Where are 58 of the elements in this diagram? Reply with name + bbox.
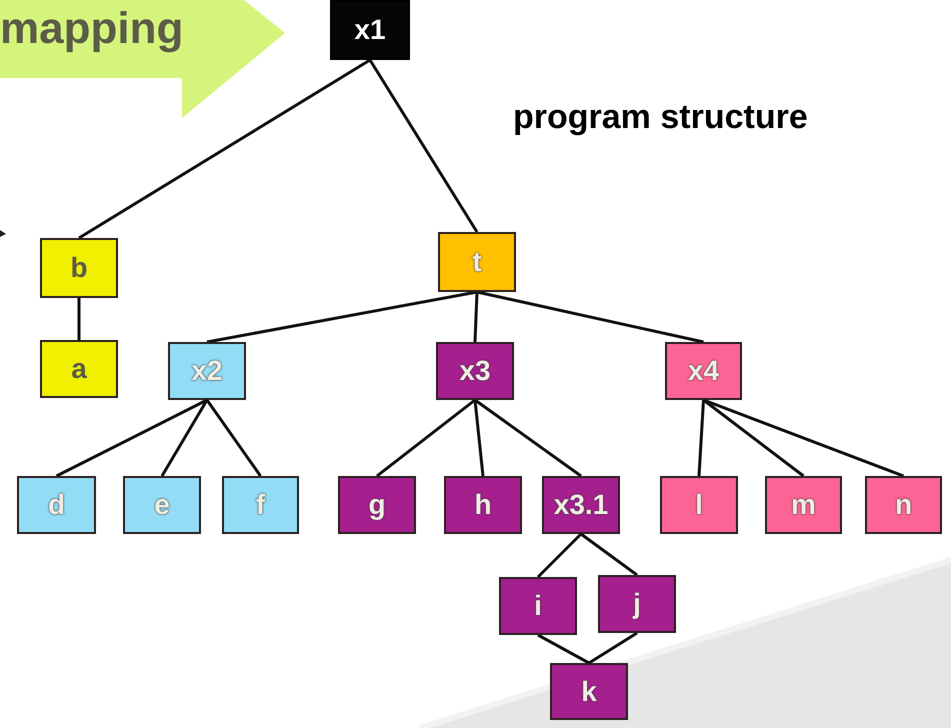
connector-line	[368, 59, 478, 233]
tree-node	[542, 476, 620, 534]
node-label: j	[633, 588, 641, 620]
node-label: l	[695, 489, 703, 521]
connector-line	[160, 399, 208, 477]
connector-line	[376, 398, 476, 478]
tree-node	[438, 232, 516, 292]
node-label: e	[154, 489, 170, 521]
tree-node	[330, 0, 410, 60]
tree-node	[436, 342, 514, 400]
node-label: a	[71, 353, 87, 385]
tree-node	[598, 575, 676, 633]
node-label: n	[894, 489, 912, 521]
node-label: x4	[688, 355, 720, 387]
connector-line	[56, 398, 208, 478]
node-label: k	[581, 676, 597, 708]
tree-node	[17, 476, 96, 534]
block-arrow	[0, 0, 285, 118]
tree-node	[550, 663, 628, 720]
connector-line	[474, 292, 478, 342]
tree-node	[338, 476, 416, 534]
connector-line	[206, 399, 262, 477]
tree-node	[168, 342, 246, 400]
node-label: x3	[459, 355, 491, 387]
tree-node	[40, 340, 118, 398]
node-label: x3.1	[554, 489, 608, 521]
tree-node	[444, 476, 522, 534]
connector-line	[474, 400, 484, 476]
node-label: i	[534, 590, 542, 622]
node-label: t	[472, 246, 482, 278]
connector-line	[537, 634, 590, 664]
tree-node	[499, 577, 577, 635]
tree-node	[665, 342, 742, 400]
tree-node	[765, 476, 842, 534]
connector-line	[474, 398, 582, 478]
connector-line	[536, 532, 582, 578]
connector-line	[476, 290, 704, 344]
tree-node	[865, 476, 942, 534]
tree-node	[40, 238, 118, 298]
node-label: f	[256, 489, 266, 521]
connector-line	[78, 298, 80, 340]
tree-node	[123, 476, 201, 534]
diagram-heading: program structure	[513, 98, 808, 137]
tree-node	[222, 476, 299, 534]
connector-line	[580, 532, 638, 576]
node-label: mapping	[0, 4, 184, 54]
node-label: b	[70, 252, 88, 284]
tree-node	[660, 476, 738, 534]
connector-line	[698, 400, 705, 476]
connector-line	[588, 632, 638, 664]
node-label: m	[791, 489, 816, 521]
node-label: x2	[191, 355, 223, 387]
node-label: d	[48, 489, 66, 521]
connector-line	[206, 290, 478, 344]
node-label: g	[368, 489, 386, 521]
node-label: x1	[354, 14, 386, 46]
connector-line	[78, 58, 371, 240]
node-label: h	[474, 489, 492, 521]
